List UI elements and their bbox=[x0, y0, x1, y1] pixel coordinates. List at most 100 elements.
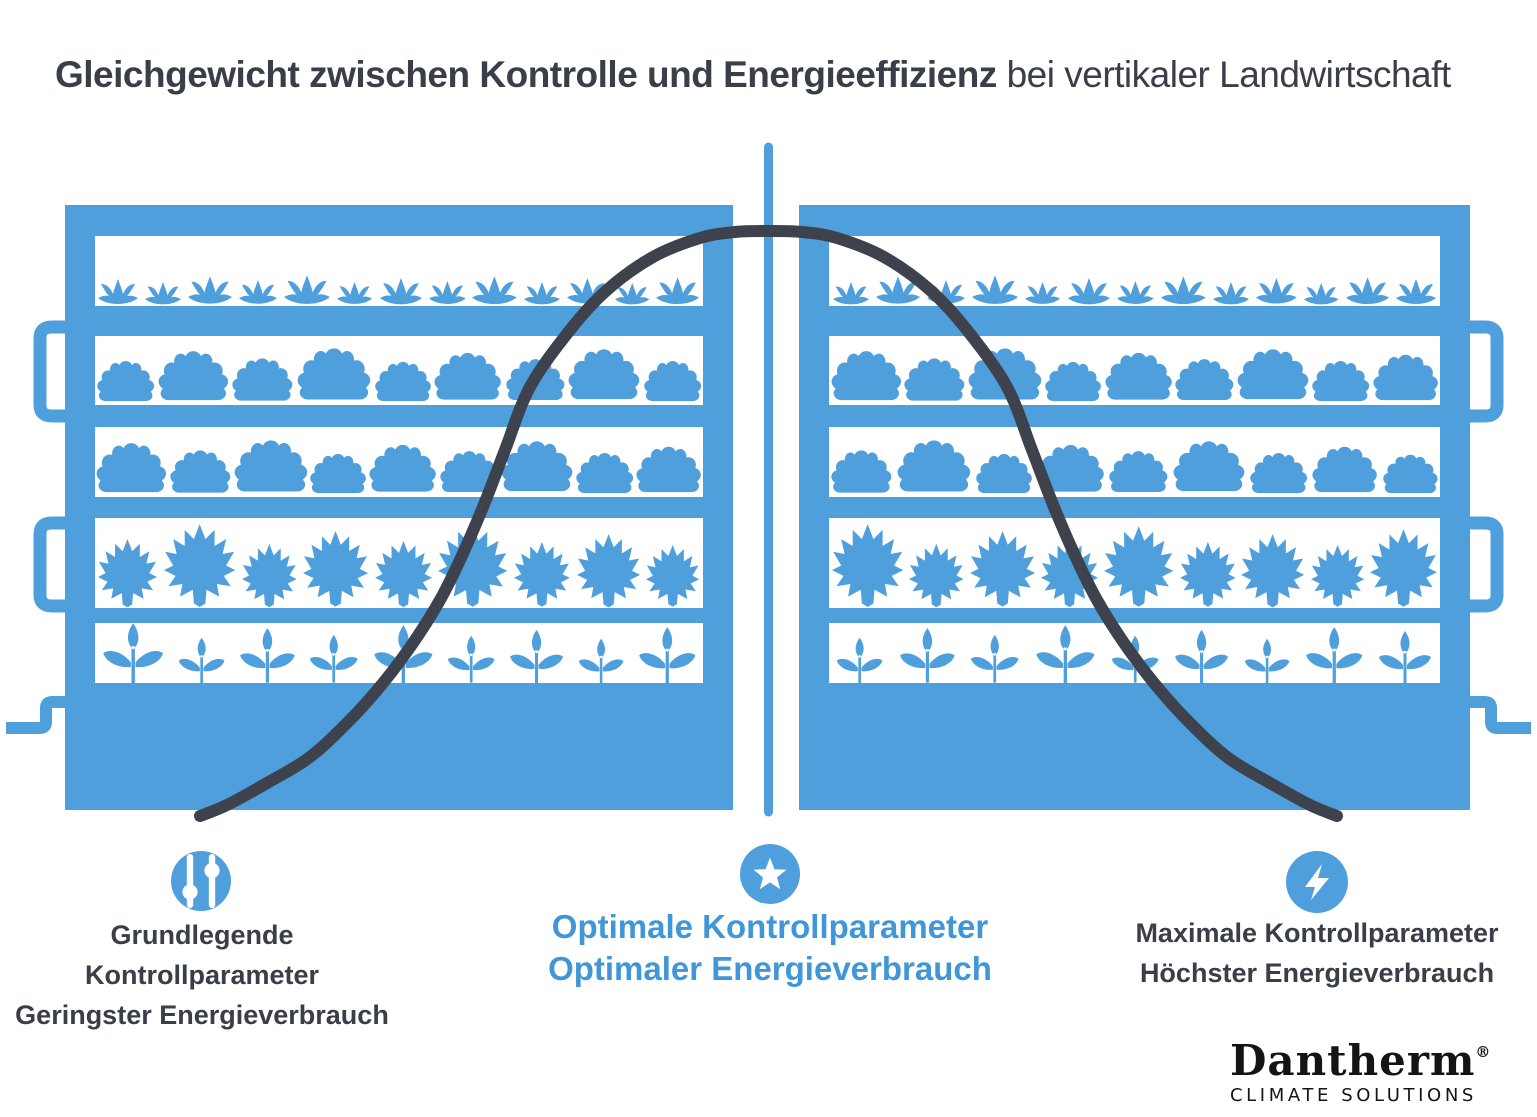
plant-lettuce bbox=[169, 445, 232, 497]
plant-pointed bbox=[1180, 541, 1236, 608]
plant-lettuce bbox=[1108, 446, 1169, 497]
plant-sprout bbox=[1025, 281, 1060, 306]
star-icon bbox=[740, 844, 800, 904]
plant-sprout bbox=[524, 281, 560, 306]
plant-lettuce bbox=[368, 439, 437, 497]
dantherm-tagline: CLIMATE SOLUTIONS bbox=[1230, 1085, 1477, 1106]
legend-label-basic-parameters: Grundlegende Kontrollparameter Geringste… bbox=[0, 915, 404, 1035]
plant-sprout bbox=[1304, 282, 1338, 306]
plant-lettuce bbox=[309, 449, 367, 497]
plant-sprout bbox=[145, 281, 181, 306]
plant-seedling bbox=[1034, 623, 1097, 683]
plant-pointed bbox=[1370, 528, 1437, 608]
plant-pointed bbox=[970, 530, 1035, 608]
dantherm-logo: Dantherm® CLIMATE SOLUTIONS bbox=[1230, 1040, 1498, 1107]
plant-seedling bbox=[898, 626, 957, 683]
shelf-row-lettuce bbox=[95, 336, 703, 405]
plant-lettuce bbox=[1174, 354, 1235, 405]
shelf-row-seedling bbox=[95, 623, 703, 683]
dantherm-wordmark: Dantherm® bbox=[1230, 1040, 1498, 1082]
legend-line: Höchster Energieverbrauch bbox=[1139, 958, 1495, 988]
sliders-icon bbox=[171, 851, 231, 911]
legend-line: Maximale Kontrollparameter bbox=[1135, 918, 1499, 948]
shelf-row-seedling bbox=[829, 623, 1440, 683]
plant-sprout bbox=[876, 275, 920, 306]
page-title: Gleichgewicht zwischen Kontrolle und Ene… bbox=[55, 54, 1451, 96]
plant-lettuce bbox=[231, 353, 294, 405]
plant-sprout bbox=[284, 274, 330, 306]
plant-lettuce bbox=[1236, 343, 1310, 405]
plant-seedling bbox=[238, 626, 297, 683]
shelf-row-sprout bbox=[95, 236, 703, 306]
lightning-icon bbox=[1286, 851, 1348, 913]
plant-seedling bbox=[372, 623, 435, 683]
vertical-farm-rack-left bbox=[65, 205, 733, 810]
plant-lettuce bbox=[374, 357, 432, 405]
plant-sprout bbox=[1256, 277, 1297, 306]
plant-seedling bbox=[1173, 628, 1230, 683]
legend-label-maximal-parameters: Maximale Kontrollparameter Höchster Ener… bbox=[1115, 913, 1519, 993]
plant-lettuce bbox=[157, 345, 230, 406]
plant-seedling bbox=[637, 625, 698, 683]
shelf-row-lettuce bbox=[95, 427, 703, 497]
registered-mark: ® bbox=[1475, 1043, 1491, 1061]
plant-pointed bbox=[375, 540, 432, 608]
plant-sprout bbox=[1068, 277, 1110, 306]
plant-sprout bbox=[239, 279, 277, 306]
plant-lettuce bbox=[830, 345, 903, 406]
plant-lettuce bbox=[575, 448, 634, 498]
brand-text: Dantherm bbox=[1230, 1036, 1476, 1085]
plant-lettuce bbox=[1311, 356, 1370, 406]
plant-seedling bbox=[1243, 637, 1291, 683]
plant-sprout bbox=[1213, 281, 1249, 306]
shelf-row-pointed bbox=[829, 518, 1440, 608]
shelf-row-lettuce bbox=[829, 427, 1440, 497]
plant-sprout bbox=[1396, 278, 1436, 306]
plant-seedling bbox=[446, 634, 496, 683]
plant-lettuce bbox=[1172, 435, 1246, 497]
plant-seedling bbox=[1377, 629, 1433, 683]
legend-line: Optimaler Energieverbrauch bbox=[548, 950, 992, 987]
plant-lettuce bbox=[896, 434, 972, 497]
plant-pointed bbox=[1041, 540, 1098, 608]
plant-lettuce bbox=[1372, 349, 1439, 405]
plant-sprout bbox=[927, 279, 965, 306]
plant-lettuce bbox=[1044, 357, 1102, 405]
plant-lettuce bbox=[967, 342, 1043, 405]
plant-lettuce bbox=[643, 356, 702, 406]
plant-sprout bbox=[1346, 276, 1389, 306]
plant-seedling bbox=[577, 637, 625, 683]
plant-sprout bbox=[472, 275, 517, 306]
plant-seedling bbox=[1304, 625, 1365, 683]
shelf-row-pointed bbox=[95, 518, 703, 608]
plant-pointed bbox=[242, 543, 297, 608]
plant-lettuce bbox=[96, 356, 155, 406]
plant-lettuce bbox=[433, 347, 502, 405]
plant-sprout bbox=[188, 275, 232, 306]
plant-sprout bbox=[615, 282, 649, 306]
plant-pointed bbox=[577, 533, 640, 609]
plant-sprout bbox=[337, 281, 372, 306]
plant-seedling bbox=[177, 636, 226, 684]
plant-pointed bbox=[514, 541, 570, 608]
plant-sprout bbox=[1117, 280, 1154, 306]
legend-line: Grundlegende bbox=[110, 920, 294, 950]
shelf-row-sprout bbox=[829, 236, 1440, 306]
plant-sprout bbox=[98, 278, 138, 306]
plant-pointed bbox=[1241, 533, 1304, 609]
plant-pointed bbox=[1311, 544, 1364, 608]
plant-sprout bbox=[429, 280, 466, 306]
plant-lettuce bbox=[233, 434, 309, 497]
legend-label-optimal-parameters: Optimale Kontrollparameter Optimaler Ene… bbox=[520, 906, 1020, 990]
plant-lettuce bbox=[830, 445, 893, 497]
plant-sprout bbox=[972, 274, 1018, 306]
legend-line: Geringster Energieverbrauch bbox=[15, 1000, 389, 1030]
plant-pointed bbox=[164, 523, 235, 608]
plant-seedling bbox=[835, 636, 884, 684]
legend-line: Optimale Kontrollparameter bbox=[551, 908, 989, 945]
pipe-connectors-left bbox=[6, 320, 72, 734]
plant-lettuce bbox=[1104, 347, 1173, 405]
plant-seedling bbox=[1110, 634, 1160, 683]
plant-lettuce bbox=[439, 446, 500, 497]
plant-lettuce bbox=[1249, 448, 1308, 498]
